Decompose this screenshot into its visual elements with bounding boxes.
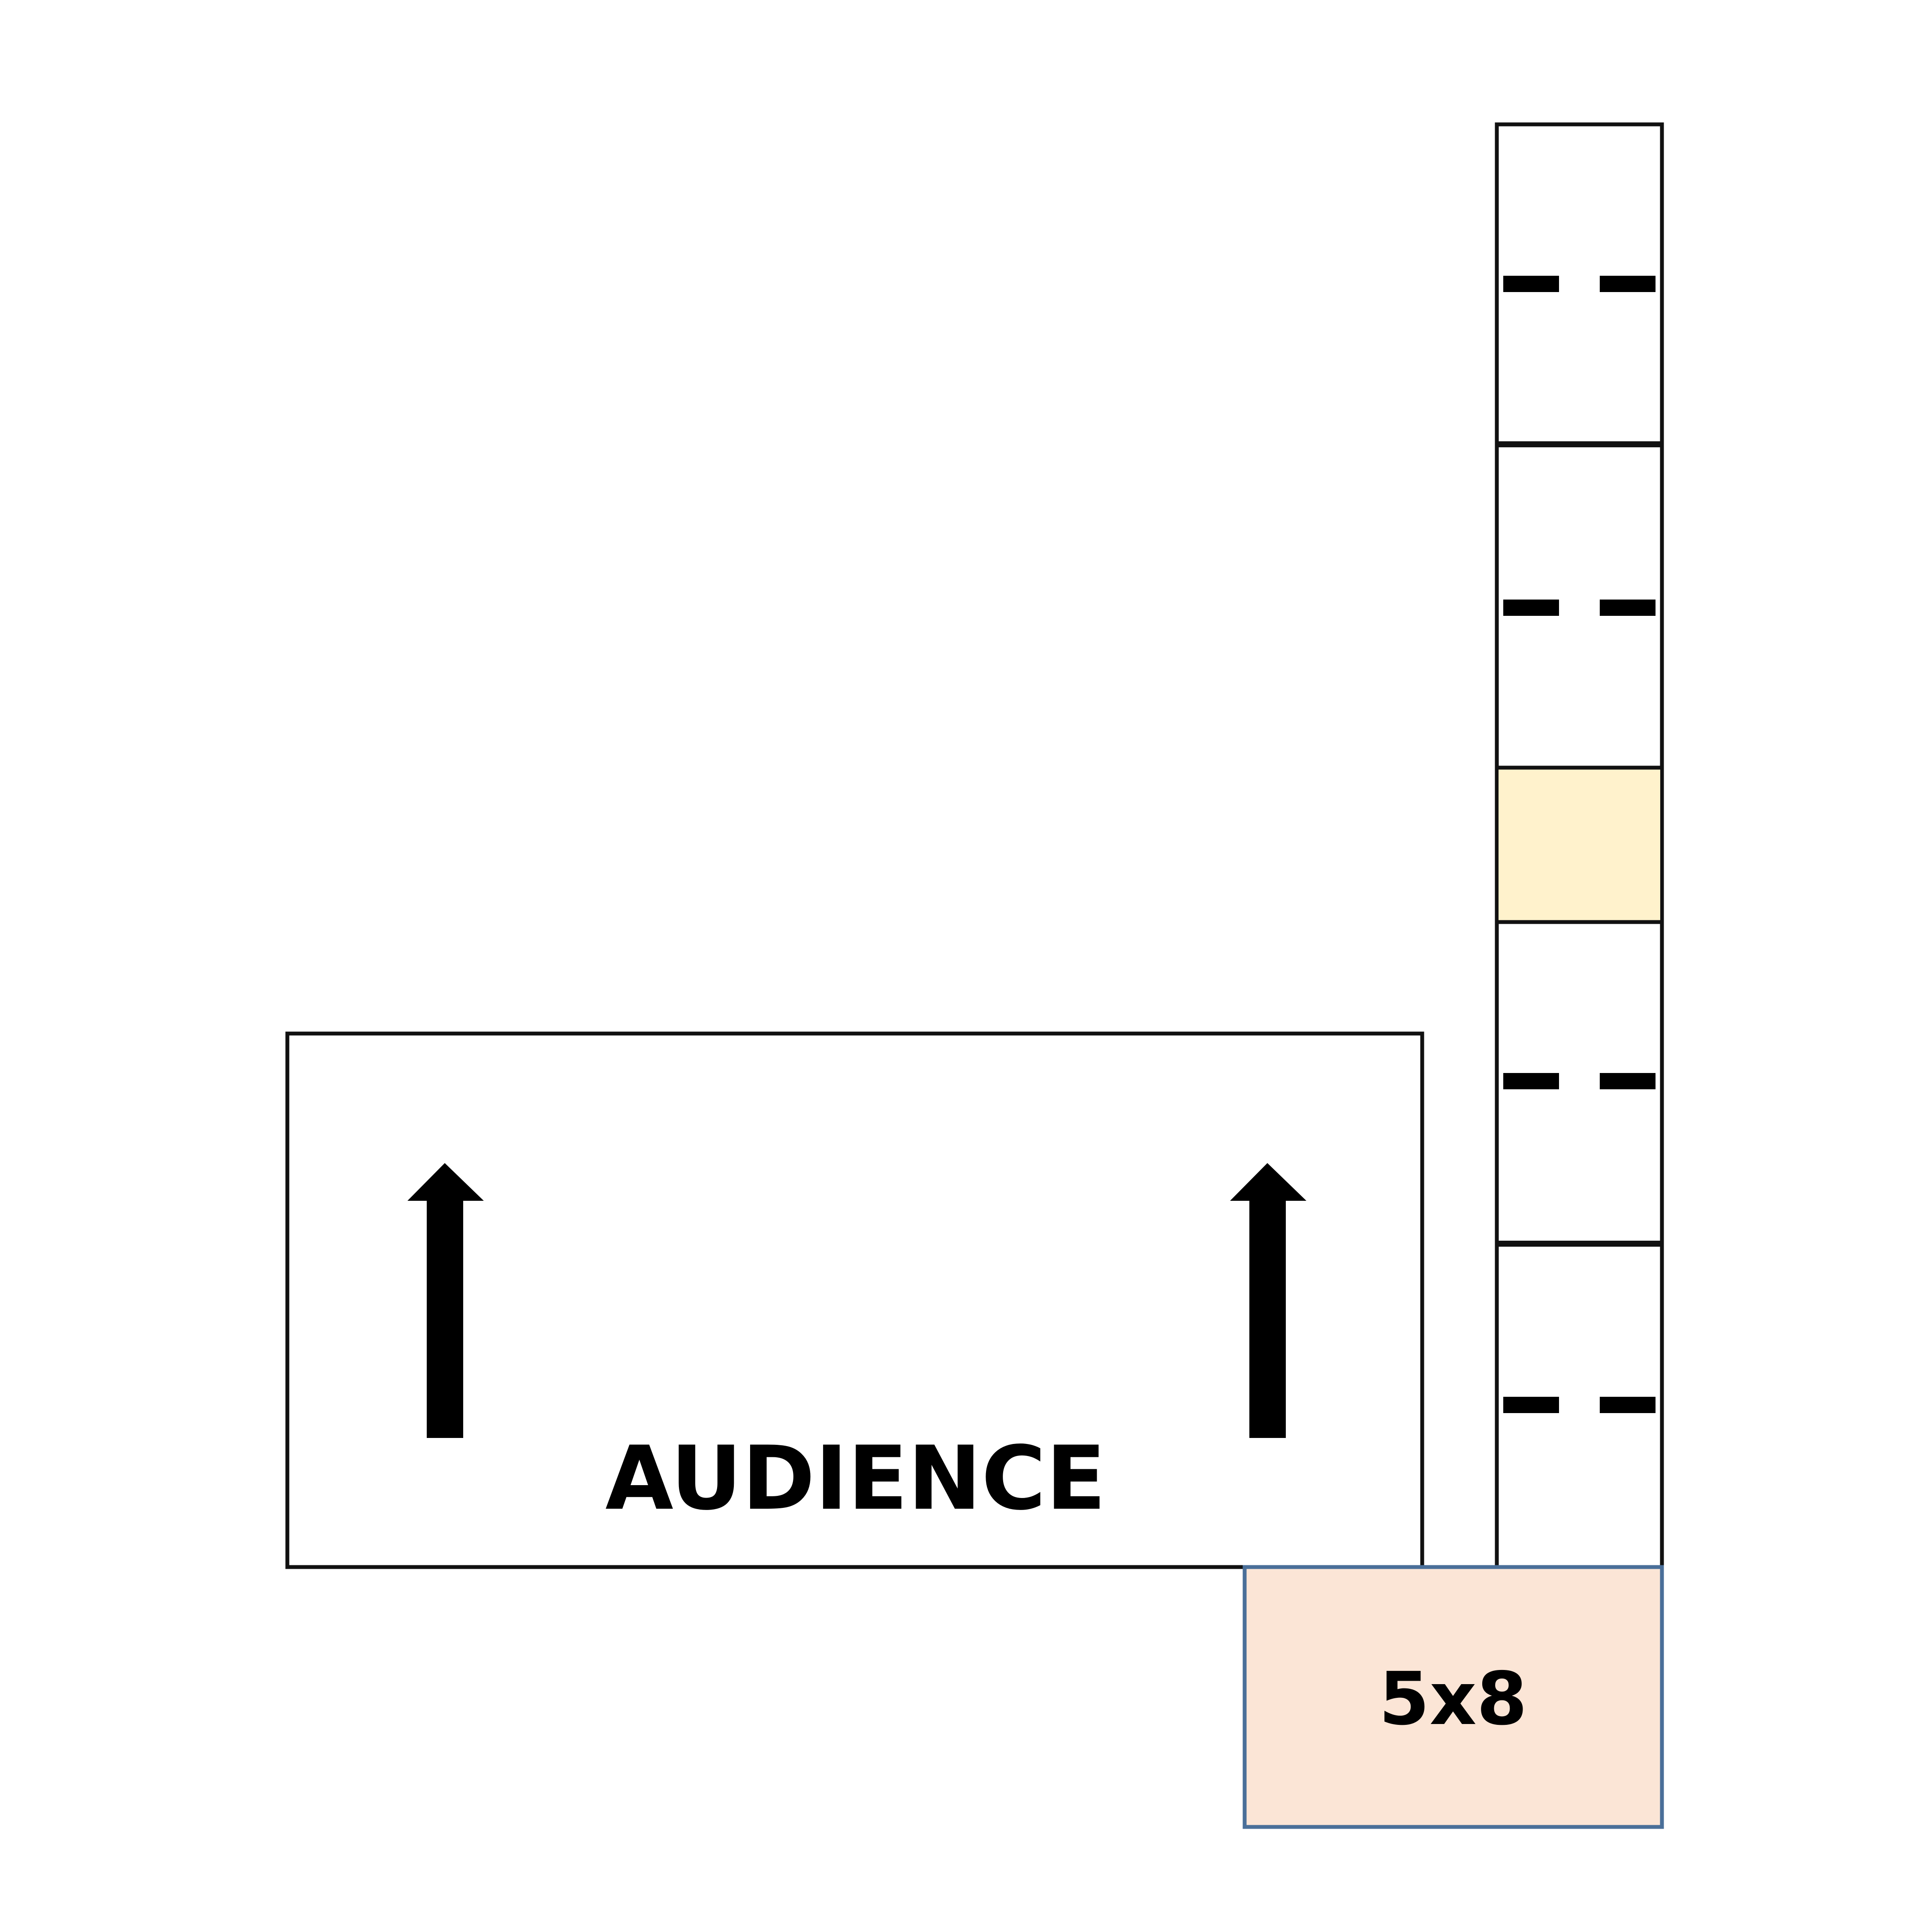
audience-label: AUDIENCE [605,1428,1106,1530]
seat-mark [1600,600,1656,616]
highlighted-table [1499,768,1660,921]
table-column [1495,122,1664,1569]
seat-mark [1503,1073,1559,1089]
seat-marks-table-2 [1503,600,1656,616]
audience-area: AUDIENCE [285,1031,1424,1569]
seat-marks-table-4 [1503,1397,1656,1413]
seat-mark [1600,1073,1656,1089]
right-arrow-up-icon [1230,1163,1306,1438]
booth-5x8: 5x8 [1242,1565,1664,1829]
booth-label: 5x8 [1379,1657,1527,1742]
seat-mark [1600,276,1656,292]
audience-border [285,1031,1424,1569]
booth-box [1242,1565,1664,1829]
seat-mark [1503,276,1559,292]
seat-marks-table-1 [1503,276,1656,292]
seat-marks-table-3 [1503,1073,1656,1089]
seat-mark [1503,1397,1559,1413]
left-arrow-up-icon [407,1163,484,1438]
seat-mark [1503,600,1559,616]
seat-mark [1600,1397,1656,1413]
